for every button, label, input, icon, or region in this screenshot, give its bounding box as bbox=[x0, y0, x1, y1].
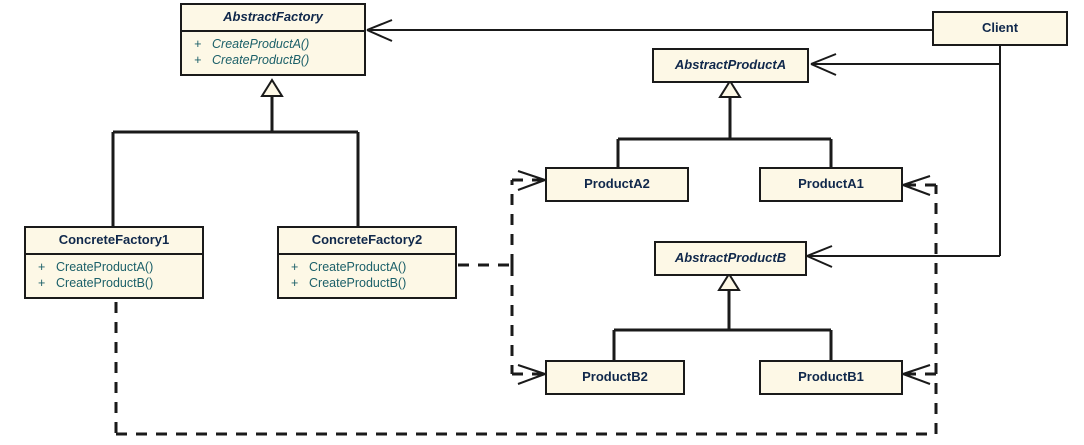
operations-compartment-concretefactory1: + CreateProductA() + CreateProductB() bbox=[26, 255, 202, 297]
operation-row: + CreateProductB() bbox=[283, 275, 451, 292]
class-box-productb2[interactable]: ProductB2 bbox=[545, 360, 685, 395]
operation-row: + CreateProductA() bbox=[30, 259, 198, 276]
class-box-producta2[interactable]: ProductA2 bbox=[545, 167, 689, 202]
association-client-to-abstractfactory bbox=[366, 19, 932, 42]
operation-row: + CreateProductB() bbox=[186, 52, 360, 69]
visibility-marker: + bbox=[38, 276, 46, 291]
class-box-abstractproducta[interactable]: AbstractProductA bbox=[652, 48, 809, 83]
operation-signature: CreateProductA() bbox=[309, 259, 407, 274]
generalization-concretefactories-to-abstractfactory bbox=[111, 78, 360, 226]
class-name-productb1: ProductB1 bbox=[798, 369, 864, 384]
class-name-concretefactory1: ConcreteFactory1 bbox=[58, 232, 170, 247]
compartment-divider bbox=[279, 252, 455, 255]
operation-row: + CreateProductA() bbox=[186, 36, 360, 53]
generalization-productas-to-abstractproducta bbox=[616, 79, 833, 168]
dependency-concretefactory2-to-product2s bbox=[458, 170, 546, 385]
class-box-abstractfactory[interactable]: AbstractFactory + CreateProductA() + Cre… bbox=[180, 3, 366, 76]
class-box-client[interactable]: Client bbox=[932, 11, 1068, 46]
visibility-marker: + bbox=[291, 259, 299, 274]
visibility-marker: + bbox=[38, 259, 46, 274]
class-name-abstractfactory: AbstractFactory bbox=[223, 9, 323, 24]
operations-compartment-concretefactory2: + CreateProductA() + CreateProductB() bbox=[279, 255, 455, 297]
class-name-concretefactory2: ConcreteFactory2 bbox=[311, 232, 423, 247]
class-name-producta1: ProductA1 bbox=[798, 176, 864, 191]
class-box-concretefactory1[interactable]: ConcreteFactory1 + CreateProductA() + Cr… bbox=[24, 226, 204, 299]
association-client-to-abstractproductb bbox=[806, 64, 1001, 268]
class-name-producta2: ProductA2 bbox=[584, 176, 650, 191]
visibility-marker: + bbox=[291, 276, 299, 291]
class-name-client: Client bbox=[981, 20, 1019, 35]
dependency-concretefactory1-to-product1s bbox=[114, 175, 938, 436]
compartment-divider bbox=[182, 29, 364, 32]
class-name-abstractproducta: AbstractProductA bbox=[674, 57, 787, 72]
operation-row: + CreateProductB() bbox=[30, 275, 198, 292]
operation-signature: CreateProductB() bbox=[309, 276, 407, 291]
association-client-to-abstractproducta bbox=[810, 45, 1001, 76]
operation-signature: CreateProductB() bbox=[212, 53, 310, 68]
visibility-marker: + bbox=[194, 53, 202, 68]
operation-signature: CreateProductA() bbox=[56, 259, 154, 274]
operation-signature: CreateProductA() bbox=[212, 36, 310, 51]
class-box-productb1[interactable]: ProductB1 bbox=[759, 360, 903, 395]
visibility-marker: + bbox=[194, 36, 202, 51]
compartment-divider bbox=[26, 252, 202, 255]
class-name-productb2: ProductB2 bbox=[582, 369, 648, 384]
class-name-abstractproductb: AbstractProductB bbox=[674, 250, 787, 265]
class-box-producta1[interactable]: ProductA1 bbox=[759, 167, 903, 202]
operation-row: + CreateProductA() bbox=[283, 259, 451, 276]
operation-signature: CreateProductB() bbox=[56, 276, 154, 291]
operations-compartment-abstractfactory: + CreateProductA() + CreateProductB() bbox=[182, 32, 364, 74]
class-box-concretefactory2[interactable]: ConcreteFactory2 + CreateProductA() + Cr… bbox=[277, 226, 457, 299]
generalization-productbs-to-abstractproductb bbox=[612, 272, 833, 361]
class-box-abstractproductb[interactable]: AbstractProductB bbox=[654, 241, 807, 276]
